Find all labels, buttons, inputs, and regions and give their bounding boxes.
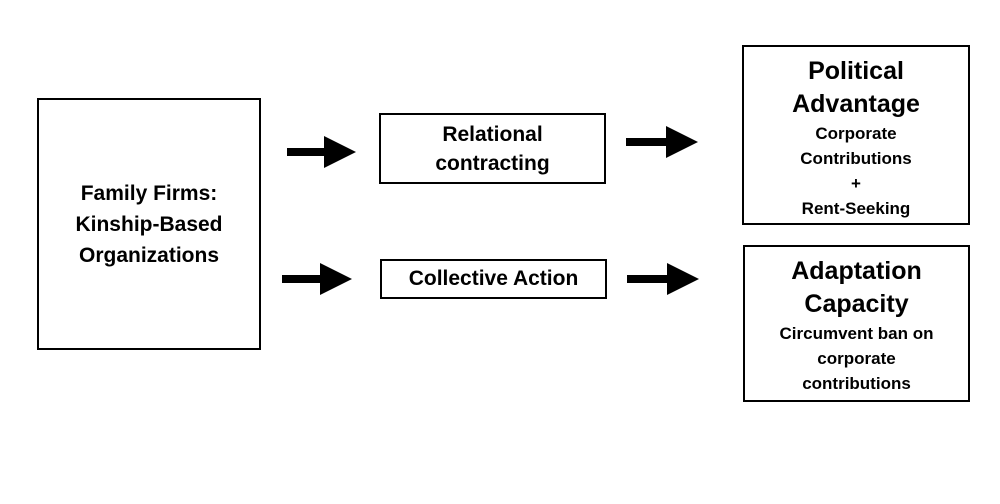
relational-contracting-box: Relational contracting xyxy=(379,113,606,184)
political-title-line-1: Political xyxy=(808,57,904,85)
adaptation-title-line-1: Adaptation xyxy=(791,257,922,285)
family-box-line-1: Family Firms: xyxy=(80,181,218,205)
collective-box-label: Collective Action xyxy=(408,267,579,290)
adaptation-detail-line-1: Circumvent ban on xyxy=(779,324,934,343)
political-title-line-2: Advantage xyxy=(792,90,920,118)
political-detail-line-1: Corporate xyxy=(815,124,897,143)
adaptation-detail-line-3: contributions xyxy=(802,374,911,393)
family-firms-box: Family Firms: Kinship-Based Organization… xyxy=(37,98,261,350)
relational-box-line-2: contracting xyxy=(435,151,550,175)
political-detail-line-3: + xyxy=(851,174,861,193)
adaptation-capacity-box: Adaptation Capacity Circumvent ban on co… xyxy=(743,245,970,402)
family-box-line-3: Organizations xyxy=(78,243,220,267)
family-box-line-2: Kinship-Based xyxy=(75,212,223,236)
political-detail-line-2: Contributions xyxy=(800,149,912,168)
relational-box-line-1: Relational xyxy=(442,122,543,146)
adaptation-detail-line-2: corporate xyxy=(817,349,896,368)
political-advantage-box: Political Advantage Corporate Contributi… xyxy=(742,45,970,225)
political-detail-line-4: Rent-Seeking xyxy=(801,199,911,218)
adaptation-title-line-2: Capacity xyxy=(804,290,909,318)
collective-action-box: Collective Action xyxy=(380,259,607,299)
